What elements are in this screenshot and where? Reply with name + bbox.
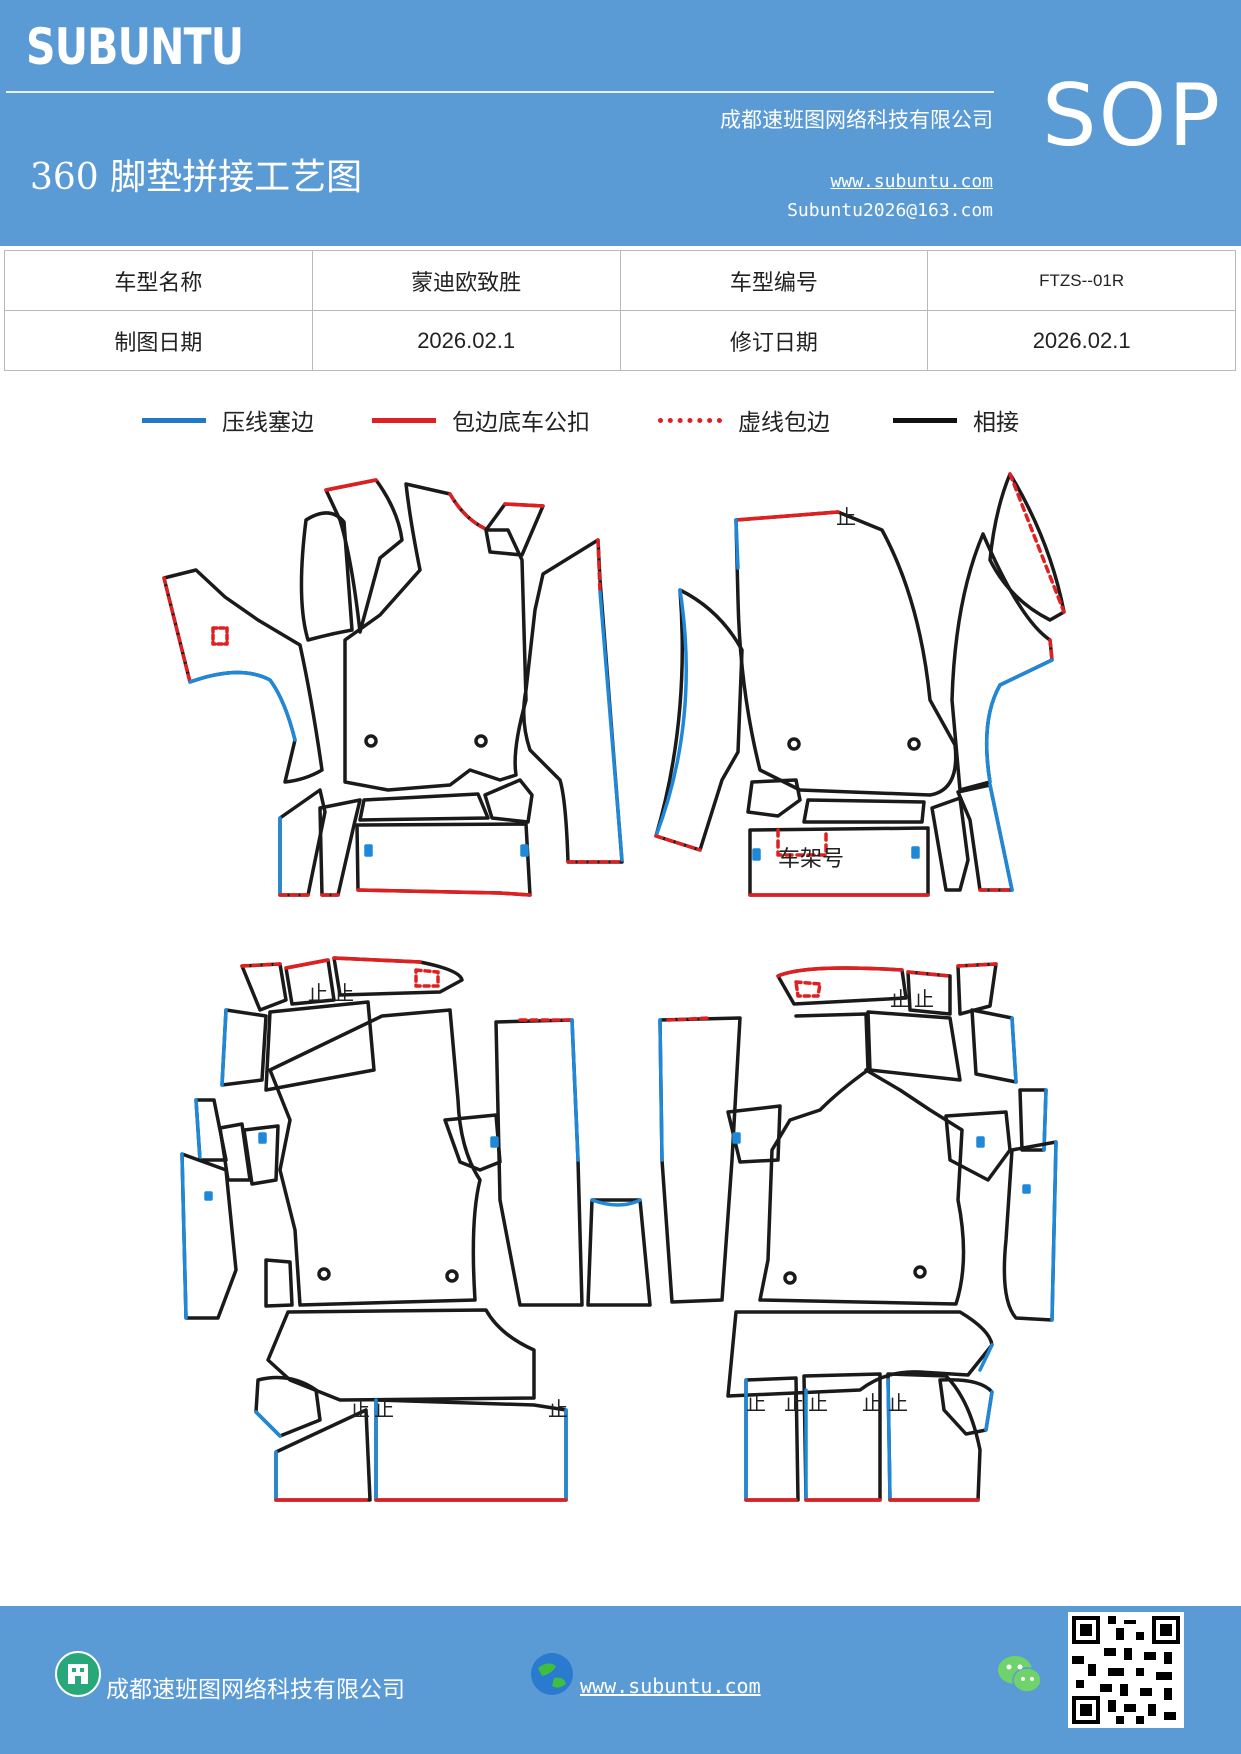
stop-mark: 止 bbox=[890, 987, 910, 1011]
legend-label: 虚线包边 bbox=[738, 410, 830, 436]
stop-mark: 止 bbox=[808, 1391, 828, 1415]
header-company-name: 成都速班图网络科技有限公司 bbox=[720, 108, 993, 132]
legend-item-black: 相接 bbox=[893, 402, 1019, 438]
sop-badge: SOP bbox=[1042, 66, 1223, 166]
legend-swatch bbox=[372, 417, 436, 423]
model-code-value: FTZS--01R bbox=[927, 250, 1236, 311]
draw-date-value: 2026.02.1 bbox=[311, 310, 621, 371]
stop-mark: 止 bbox=[374, 1397, 394, 1421]
stop-mark: 止 bbox=[914, 987, 934, 1011]
legend-swatch bbox=[658, 417, 722, 423]
vehicle-info-table: 车型名称 蒙迪欧致胜 车型编号 FTZS--01R 制图日期 2026.02.1… bbox=[4, 250, 1236, 371]
model-code-label: 车型编号 bbox=[619, 250, 929, 311]
front-right-mat: 止 车架号 bbox=[654, 472, 1066, 897]
brand-logo: SUBUNTU bbox=[26, 18, 244, 76]
model-name-value: 蒙迪欧致胜 bbox=[311, 250, 621, 311]
wechat-icon[interactable] bbox=[996, 1652, 1044, 1696]
footer-website-link[interactable]: www.subuntu.com bbox=[580, 1674, 761, 1698]
stop-mark: 止 bbox=[746, 1391, 766, 1415]
stop-mark: 止 bbox=[308, 981, 328, 1005]
stop-mark: 止 bbox=[548, 1397, 568, 1421]
table-row: 制图日期 2026.02.1 修订日期 2026.02.1 bbox=[4, 310, 1236, 371]
globe-icon bbox=[531, 1653, 573, 1695]
qr-code-icon bbox=[1068, 1612, 1184, 1728]
header-divider bbox=[6, 91, 994, 93]
stop-mark: 止 bbox=[784, 1391, 804, 1415]
legend-label: 压线塞边 bbox=[222, 410, 314, 436]
revision-date-label: 修订日期 bbox=[619, 310, 929, 371]
draw-date-label: 制图日期 bbox=[4, 310, 313, 371]
revision-date-value: 2026.02.1 bbox=[927, 310, 1236, 371]
table-row: 车型名称 蒙迪欧致胜 车型编号 FTZS--01R bbox=[4, 250, 1236, 311]
footer-company-name: 成都速班图网络科技有限公司 bbox=[106, 1677, 405, 1703]
legend-item-red-dashed: 虚线包边 bbox=[658, 402, 830, 438]
stop-mark: 止 bbox=[350, 1397, 370, 1421]
header-band bbox=[0, 0, 1241, 246]
model-name-label: 车型名称 bbox=[4, 250, 313, 311]
legend-label: 相接 bbox=[973, 410, 1019, 436]
floor-mat-diagram: 止 车架号 止 止 bbox=[162, 472, 1066, 1502]
page-title: 360 脚垫拼接工艺图 bbox=[30, 157, 363, 198]
legend-label: 包边底车公扣 bbox=[452, 410, 590, 436]
header-website-link[interactable]: www.subuntu.com bbox=[830, 171, 993, 192]
rear-right-mat: 止 止 止 止 止 止 止 bbox=[658, 962, 1058, 1502]
frame-number-label: 车架号 bbox=[778, 847, 844, 872]
rear-left-mat: 止 止 止 止 止 bbox=[180, 956, 652, 1502]
building-icon bbox=[55, 1651, 101, 1697]
stop-mark: 止 bbox=[334, 981, 354, 1005]
legend-item-blue: 压线塞边 bbox=[142, 402, 314, 438]
legend-swatch bbox=[893, 417, 957, 423]
legend-item-red: 包边底车公扣 bbox=[372, 402, 590, 438]
stop-mark: 止 bbox=[888, 1391, 908, 1415]
stop-mark: 止 bbox=[836, 505, 856, 529]
stop-mark: 止 bbox=[862, 1391, 882, 1415]
legend-swatch bbox=[142, 417, 206, 423]
header-email: Subuntu2026@163.com bbox=[787, 200, 993, 221]
front-left-mat bbox=[162, 478, 624, 897]
